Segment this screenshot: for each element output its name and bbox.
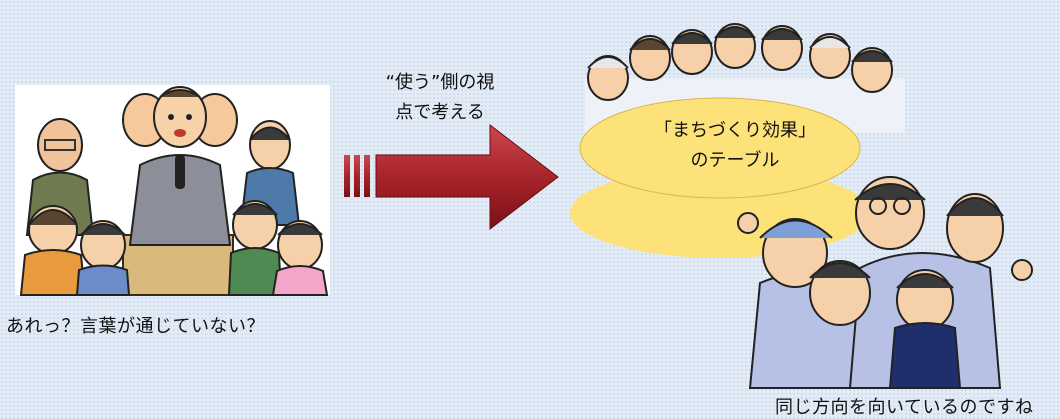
table-label-line1: 「まちづくり効果」 [654, 120, 816, 141]
arrow-caption-line1: “使う”側の視 [385, 72, 495, 93]
table-label: 「まちづくり効果」 のテーブル [585, 116, 885, 176]
confused-crowd-illustration [15, 85, 330, 296]
table-label-line2: のテーブル [690, 150, 780, 171]
right-arrow-icon [344, 123, 559, 231]
arrow-caption-line2: 点で考える [395, 102, 485, 123]
right-caption: 同じ方向を向いているのですね [775, 397, 1034, 418]
team-table-illustration [570, 23, 1033, 389]
left-caption: あれっ？言葉が通じていない？ [6, 316, 265, 337]
arrow-caption: “使う”側の視 点で考える [345, 68, 535, 128]
